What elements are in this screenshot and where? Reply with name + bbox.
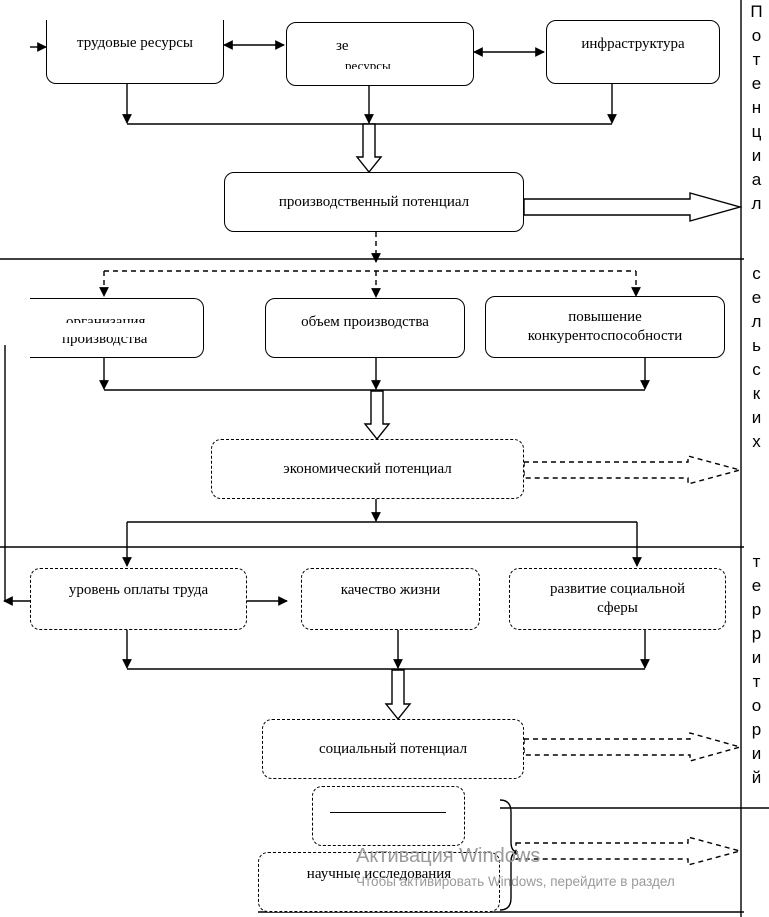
- production-volume-box: объем производства: [265, 298, 465, 358]
- research-label: научные исследования: [306, 866, 452, 882]
- windows-activation-subtitle: Чтобы активировать Windows, перейдите в …: [356, 874, 675, 889]
- quality-of-life-box: качество жизни: [301, 568, 480, 630]
- organisation-label-top: организация: [66, 314, 146, 324]
- organisation-box: организация производства: [30, 298, 204, 358]
- social-sphere-label-line1: развитие социальной: [549, 581, 686, 598]
- labour-resources-label: трудовые ресурсы: [76, 35, 194, 51]
- production-potential-label: производственный потенциал: [278, 193, 470, 210]
- production-volume-label: объем производства: [301, 314, 429, 330]
- wage-level-label: уровень оплаты труда: [68, 582, 209, 598]
- competitiveness-label-line2: конкурентоспособности: [527, 328, 683, 344]
- organisation-label-bottom: производства: [62, 337, 148, 347]
- research-box: научные исследования: [258, 852, 500, 912]
- competitiveness-label-line1: повышение: [568, 309, 642, 326]
- land-resources-label-top: зе: [336, 38, 349, 54]
- infrastructure-box: инфраструктура: [546, 20, 720, 84]
- partial-box-strike: [330, 812, 446, 814]
- infrastructure-label: инфраструктура: [581, 36, 685, 52]
- wage-level-box: уровень оплаты труда: [30, 568, 247, 630]
- social-potential-label: социальный потенциал: [318, 740, 468, 757]
- competitiveness-box: повышение конкурентоспособности: [485, 296, 725, 358]
- windows-activation-title: Активация Windows: [356, 845, 541, 867]
- quality-of-life-label: качество жизни: [340, 582, 441, 598]
- social-sphere-box: развитие социальной сферы: [509, 568, 726, 630]
- production-potential-box: производственный потенциал: [224, 172, 524, 232]
- economic-potential-box: экономический потенциал: [211, 439, 524, 499]
- land-resources-label-bottom: ресурсы: [345, 59, 391, 69]
- partial-box: [312, 786, 465, 846]
- social-sphere-label-line2: сферы: [597, 600, 638, 616]
- economic-potential-label: экономический потенциал: [283, 460, 452, 477]
- labour-resources-box: трудовые ресурсы: [46, 20, 224, 84]
- social-potential-box: социальный потенциал: [262, 719, 524, 779]
- land-resources-box: зе ресурсы: [286, 22, 474, 86]
